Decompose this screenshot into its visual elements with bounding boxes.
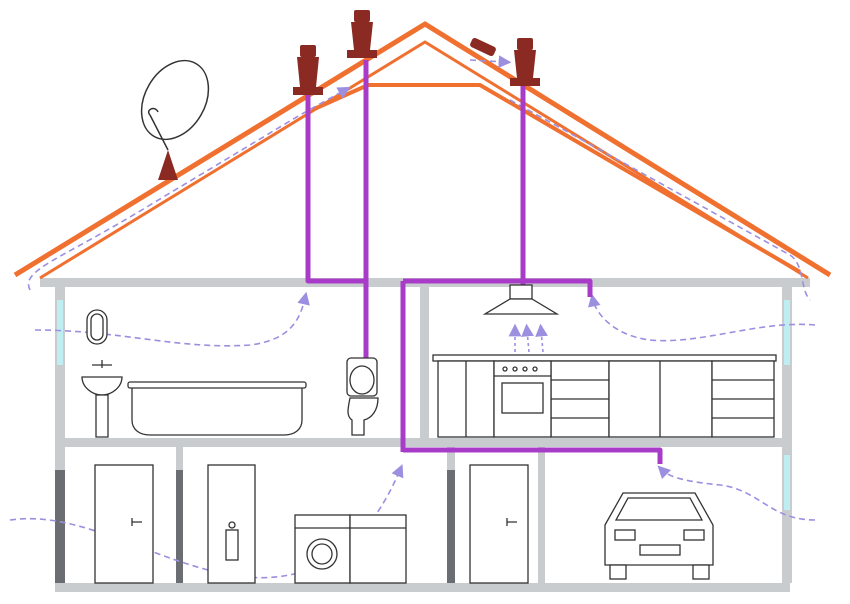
middle-floor [55,438,790,447]
roof-vent-icon [347,10,377,58]
toilet-icon [346,357,379,436]
lower-wall-3 [538,447,545,583]
upper-interior-wall [420,287,429,438]
right-wall [782,287,792,583]
roof-vent-icon [510,38,540,86]
washing-machine-icon [349,514,407,584]
satellite-dish-icon [140,59,210,151]
door-icon [94,464,154,584]
roof [13,21,832,280]
duct-bathroom [305,95,366,284]
left-wall [55,287,65,583]
range-hood-icon [482,284,560,315]
window-right [784,300,790,365]
dark-wall-mid [176,470,183,583]
dark-wall-left [55,470,65,583]
roof-vents [158,10,540,180]
washing-machine-icon [294,514,351,584]
roof-vent-small-icon [470,37,496,57]
boiler-icon [207,464,256,584]
mirror-icon [86,309,108,345]
dish-mount [158,150,178,180]
duct-garage [403,447,663,464]
ground-floor [55,583,790,592]
ventilation-ducts [305,60,663,464]
dark-wall-right [447,470,455,583]
sink-icon [81,360,123,438]
window-left [57,300,63,365]
bathtub-icon [127,381,307,436]
stove-icon [493,360,552,438]
door-icon [469,464,529,584]
duct-kitchen-branch [403,278,593,297]
car-icon [604,492,714,580]
kitchen-cabinet-icon [432,354,777,438]
window-right-lower [784,455,790,510]
roof-vent-icon [293,45,323,95]
